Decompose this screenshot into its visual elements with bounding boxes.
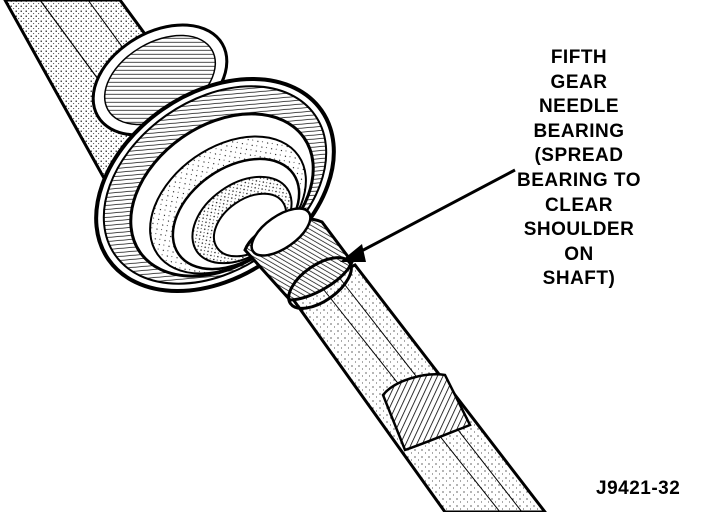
callout-leader-arrow [340, 168, 516, 262]
callout-line: NEEDLE [538, 96, 620, 118]
shaft-thread-section [381, 373, 472, 452]
callout-line: FIFTH [550, 47, 608, 68]
callout-line: BEARING [533, 120, 625, 142]
callout-line: GEAR [550, 71, 608, 93]
figure-id: J9421-32 [596, 478, 681, 499]
callout-line: (SPREAD [534, 145, 624, 167]
callout-line: SHOULDER [523, 219, 635, 241]
callout-line: SHAFT) [542, 268, 616, 290]
callout-line: BEARING TO [517, 169, 641, 191]
needle-bearing [243, 207, 354, 310]
callout-label: FIFTH GEAR NEEDLE BEARING (SPREAD BEARIN… [508, 46, 650, 292]
callout-line: ON [564, 243, 594, 265]
callout-line: CLEAR [545, 194, 613, 216]
